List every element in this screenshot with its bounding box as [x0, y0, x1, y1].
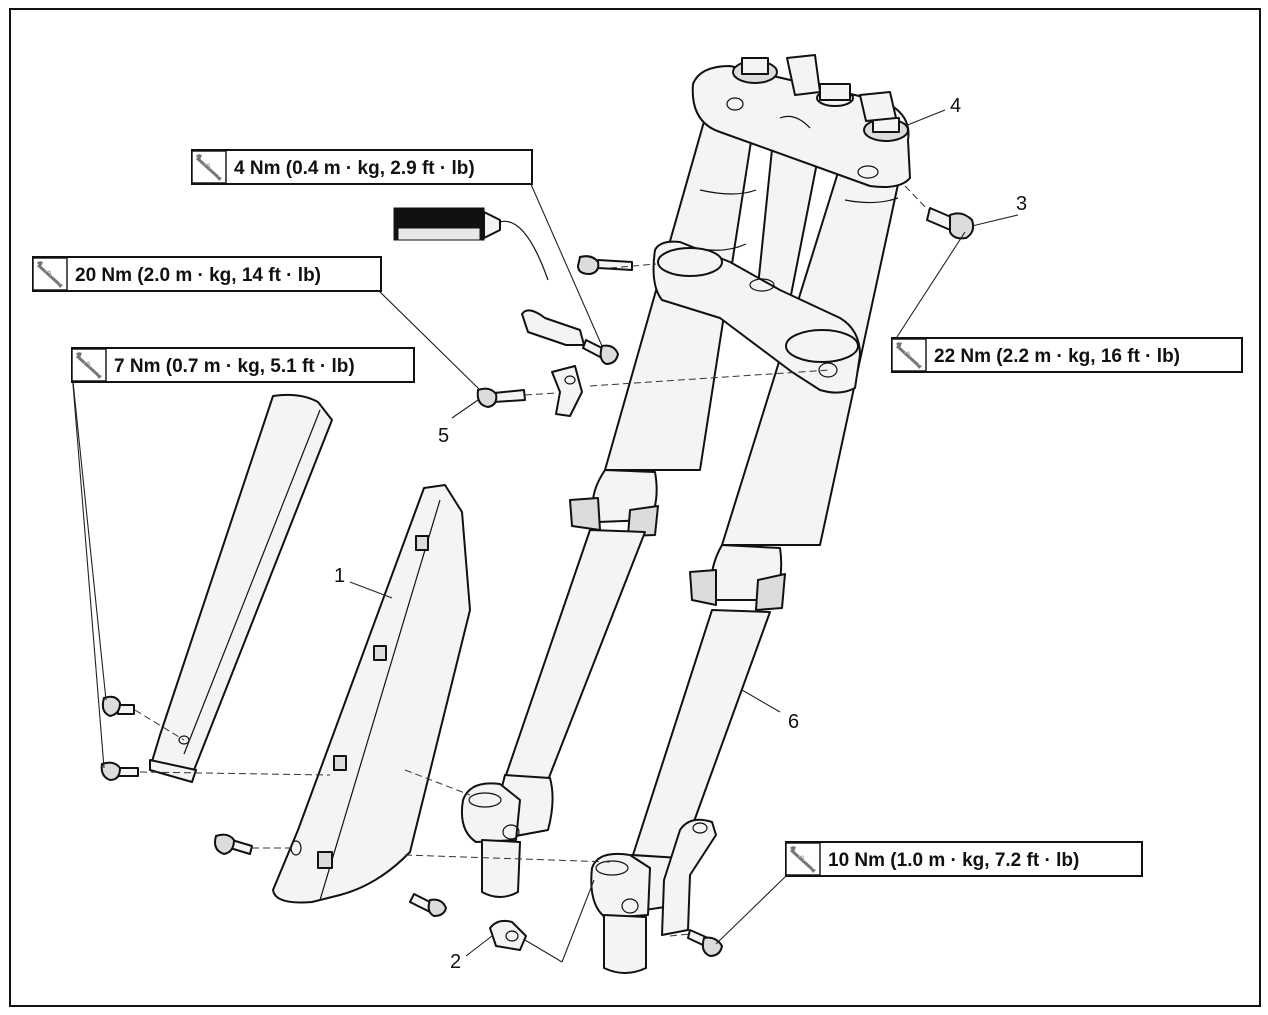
fork-protector-left [149, 393, 333, 783]
torque-wrench-icon [784, 841, 822, 877]
torque-box-22nm: 22 Nm (2.2 m · kg, 16 ft · lb) [890, 337, 1243, 373]
fork-protector-right [272, 484, 471, 904]
torque-box-4nm: 4 Nm (0.4 m · kg, 2.9 ft · lb) [190, 149, 533, 185]
torque-spec-7nm: 7 Nm (0.7 m · kg, 5.1 ft · lb) [114, 356, 355, 377]
callout-3: 3 [1016, 193, 1027, 215]
callout-4: 4 [950, 95, 961, 117]
torque-wrench-icon [190, 149, 228, 185]
callout-6: 6 [788, 711, 799, 733]
torque-wrench-icon [70, 347, 108, 383]
torque-wrench-icon [890, 337, 928, 373]
callout-labels: 1 2 3 4 5 6 [334, 95, 1027, 973]
brake-hose-clamp [521, 309, 585, 417]
callout-5: 5 [438, 425, 449, 447]
fork-assembly [460, 54, 911, 974]
torque-box-10nm: 10 Nm (1.0 m · kg, 7.2 ft · lb) [784, 841, 1143, 877]
torque-box-7nm: 7 Nm (0.7 m · kg, 5.1 ft · lb) [70, 347, 415, 383]
torque-spec-22nm: 22 Nm (2.2 m · kg, 16 ft · lb) [934, 346, 1180, 367]
lubricant-tube [393, 207, 549, 281]
bolts [100, 207, 975, 957]
torque-wrench-icon [31, 256, 69, 292]
callout-2: 2 [450, 951, 461, 973]
torque-spec-10nm: 10 Nm (1.0 m · kg, 7.2 ft · lb) [828, 850, 1079, 871]
torque-box-20nm: 20 Nm (2.0 m · kg, 14 ft · lb) [31, 256, 382, 292]
torque-spec-20nm: 20 Nm (2.0 m · kg, 14 ft · lb) [75, 265, 321, 286]
alignment-lines [134, 185, 931, 937]
torque-spec-4nm: 4 Nm (0.4 m · kg, 2.9 ft · lb) [234, 158, 475, 179]
callout-1: 1 [334, 565, 345, 587]
leader-lines [71, 109, 1019, 963]
